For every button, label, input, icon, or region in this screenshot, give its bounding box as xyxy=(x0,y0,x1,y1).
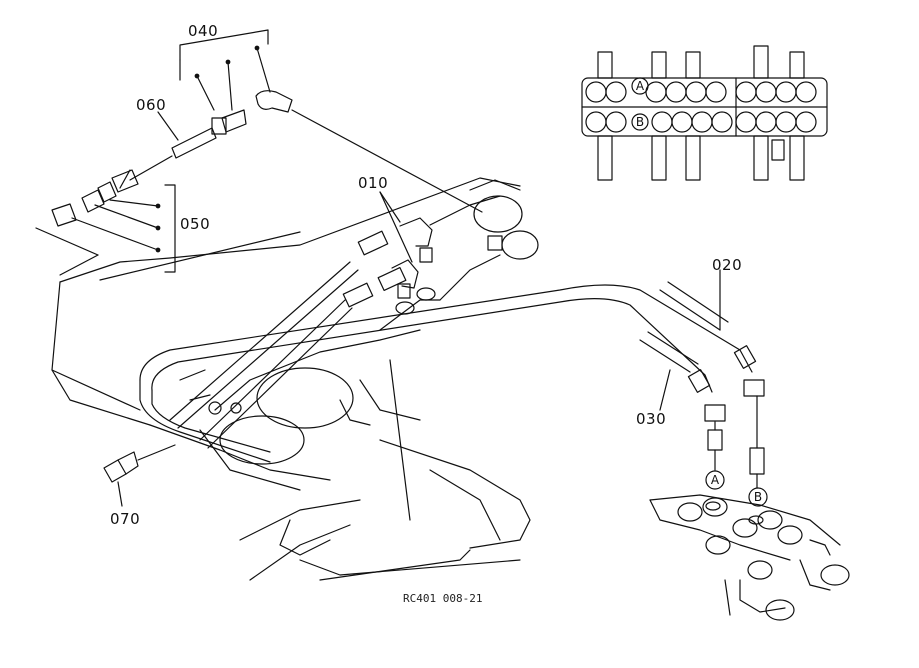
port-marker-b-circle-lower xyxy=(748,487,768,507)
swivel-bracket xyxy=(379,179,539,331)
port-marker-b-circle-inset xyxy=(631,113,649,131)
fitting-040-assembly xyxy=(179,29,293,135)
fitting-070 xyxy=(103,444,176,507)
part-label-020: 020 xyxy=(712,256,743,274)
hydraulic-pipe-loop xyxy=(139,281,765,463)
drawing-reference: RC401 008-21 xyxy=(403,592,483,605)
valve-bosses-bottom xyxy=(585,111,817,133)
port-marker-a-circle-inset xyxy=(631,77,649,95)
leader-040 xyxy=(291,109,483,213)
control-valve-inset xyxy=(581,45,828,181)
valve-bosses-top xyxy=(585,81,817,103)
part-label-040: 040 xyxy=(188,22,219,40)
port-marker-a-circle-lower xyxy=(705,470,725,490)
port-marker-a-inset: A xyxy=(635,79,645,93)
fitting-050-assembly xyxy=(35,181,176,276)
part-label-070: 070 xyxy=(110,510,141,528)
port-marker-b-inset: B xyxy=(635,115,645,129)
part-label-030: 030 xyxy=(636,410,667,428)
tank-outline xyxy=(51,177,531,581)
part-label-050: 050 xyxy=(180,215,211,233)
part-label-060: 060 xyxy=(136,96,167,114)
part-label-010: 010 xyxy=(358,174,389,192)
hose-060 xyxy=(111,111,217,193)
valve-bottom-rods xyxy=(597,135,805,181)
label-leaders xyxy=(379,191,721,411)
valve-top-stubs xyxy=(597,45,805,79)
valve-block-lower xyxy=(649,395,850,621)
upper-hoses xyxy=(169,217,436,449)
engine-frame xyxy=(199,329,501,581)
port-marker-a-lower: A xyxy=(710,473,720,487)
port-marker-b-lower: B xyxy=(753,490,763,504)
